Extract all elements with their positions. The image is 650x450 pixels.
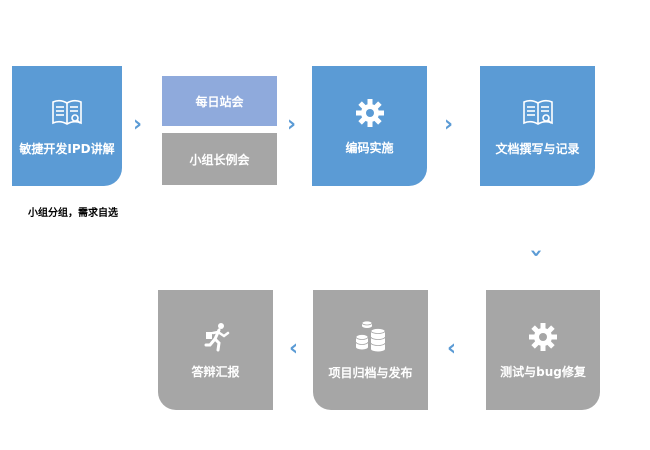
coins-stack-icon	[354, 320, 388, 354]
step-coding: 编码实施	[312, 66, 427, 186]
arrow-right-icon: ›	[133, 112, 143, 137]
arrow-right-icon: ›	[287, 112, 297, 137]
note-text: 小组分组，需求自选	[28, 208, 118, 219]
step-testing: 测试与bug修复	[486, 290, 600, 410]
gear-icon	[354, 97, 386, 129]
arrow-down-icon: ›	[523, 248, 549, 258]
step-label: 项目归档与发布	[328, 365, 413, 380]
step-label: 编码实施	[345, 140, 394, 155]
arrow-left-icon: ‹	[289, 336, 299, 361]
gear-icon	[527, 321, 559, 353]
step-defense: 答辩汇报	[158, 290, 273, 410]
arrow-left-icon: ‹	[447, 336, 457, 361]
running-person-icon	[200, 321, 232, 353]
step-label: 敏捷开发IPD讲解	[19, 141, 115, 156]
step-daily-standup: 每日站会	[162, 76, 277, 126]
step-docs: 文档撰写与记录	[480, 66, 595, 186]
step-label: 每日站会	[195, 94, 244, 109]
step-label: 文档撰写与记录	[495, 141, 580, 156]
arrow-right-icon: ›	[444, 112, 454, 137]
step-label: 答辩汇报	[191, 364, 240, 379]
step-agile-ipd: 敏捷开发IPD讲解	[12, 66, 122, 186]
book-icon	[521, 96, 555, 130]
step-archive: 项目归档与发布	[313, 290, 428, 410]
book-icon	[50, 96, 84, 130]
step-label: 测试与bug修复	[500, 364, 586, 379]
step-label: 小组长例会	[189, 152, 250, 167]
step-group-meeting: 小组长例会	[162, 133, 277, 185]
